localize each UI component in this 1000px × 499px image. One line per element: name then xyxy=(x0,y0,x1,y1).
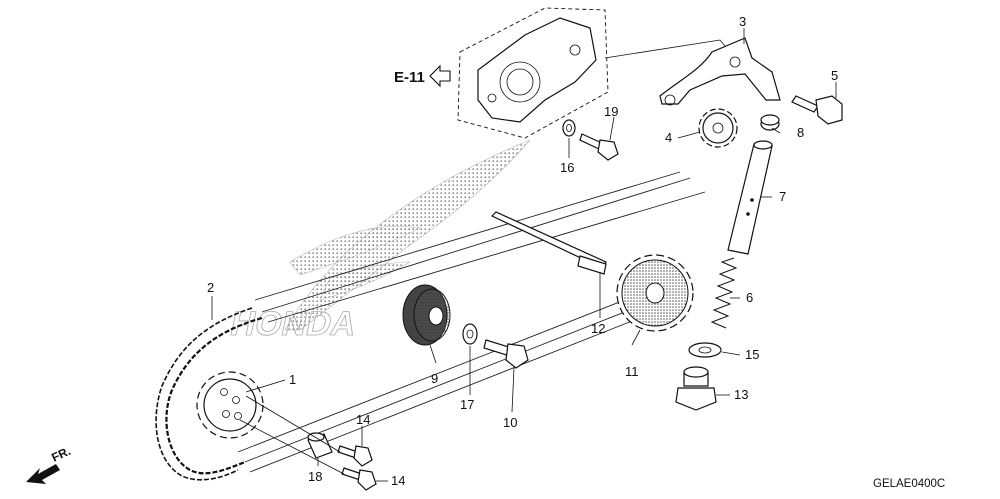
callout-19[interactable]: 19 xyxy=(604,104,618,119)
part-5-bolt xyxy=(791,95,843,125)
callout-8[interactable]: 8 xyxy=(797,125,804,140)
callout-15[interactable]: 15 xyxy=(745,347,759,362)
part-9-roller xyxy=(402,284,451,346)
e11-reference[interactable]: E-11 xyxy=(394,64,451,88)
callout-5[interactable]: 5 xyxy=(831,68,838,83)
part-12-shaft xyxy=(490,211,607,275)
callout-3[interactable]: 3 xyxy=(739,14,746,29)
part-3-tensioner-arm xyxy=(659,37,781,106)
part-19-bolt xyxy=(579,133,619,161)
callout-14-lower[interactable]: 14 xyxy=(391,473,405,488)
leader-lines xyxy=(211,28,837,482)
callout-18[interactable]: 18 xyxy=(308,469,322,484)
part-14-bolt-lower xyxy=(341,467,377,491)
diagram-code: GELAE0400C xyxy=(873,478,945,490)
callout-12[interactable]: 12 xyxy=(591,321,605,336)
logo-lettering: HONDA xyxy=(227,305,360,343)
callout-10[interactable]: 10 xyxy=(503,415,517,430)
callout-17[interactable]: 17 xyxy=(460,397,474,412)
callout-16[interactable]: 16 xyxy=(560,160,574,175)
part-17-washer xyxy=(462,323,478,345)
part-6-spring xyxy=(710,257,738,329)
callout-2[interactable]: 2 xyxy=(207,280,214,295)
e11-label: E-11 xyxy=(394,69,425,86)
part-8-cap xyxy=(760,114,780,131)
callout-9[interactable]: 9 xyxy=(431,371,438,386)
callout-1[interactable]: 1 xyxy=(289,372,296,387)
callouts: 1 2 3 5 4 8 7 6 15 13 11 12 9 17 10 16 1… xyxy=(207,14,838,488)
arrow-down-left-icon xyxy=(26,464,60,484)
callout-14-upper[interactable]: 14 xyxy=(356,412,370,427)
wing-logo-watermark: HONDA xyxy=(227,139,531,343)
part-16-washer xyxy=(562,119,576,137)
fr-label: FR. xyxy=(49,444,72,465)
callout-13[interactable]: 13 xyxy=(734,387,748,402)
part-14-bolt-upper xyxy=(337,445,373,467)
callout-7[interactable]: 7 xyxy=(779,189,786,204)
callout-6[interactable]: 6 xyxy=(746,290,753,305)
part-2-chain xyxy=(155,307,263,481)
part-4-small-sprocket xyxy=(698,108,738,148)
front-direction-indicator: FR. xyxy=(26,444,73,484)
part-13-plug xyxy=(675,366,717,411)
callout-11[interactable]: 11 xyxy=(625,364,639,379)
part-15-washer xyxy=(688,342,722,358)
callout-4[interactable]: 4 xyxy=(665,130,672,145)
part-11-large-sprocket xyxy=(616,254,694,332)
crankcase-reference xyxy=(457,7,746,139)
part-10-bolt xyxy=(483,339,529,369)
part-7-push-rod xyxy=(727,140,773,255)
part-1-drive-sprocket xyxy=(196,371,264,439)
arrow-left-icon xyxy=(429,64,451,88)
